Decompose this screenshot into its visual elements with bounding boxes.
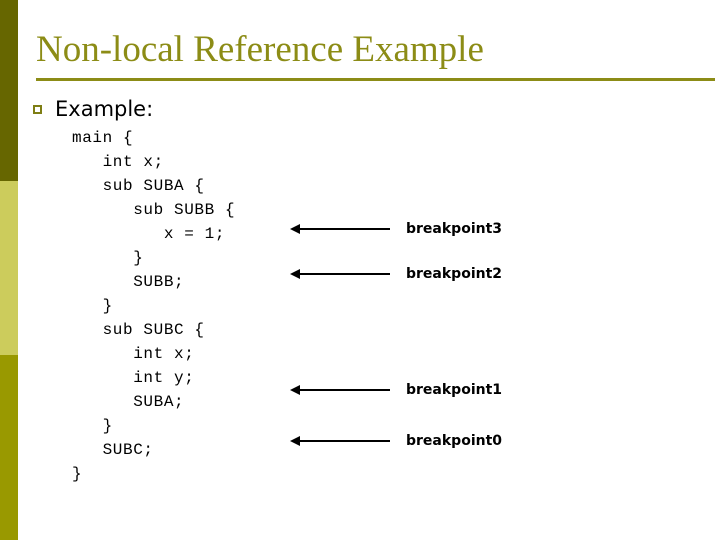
code-line: sub SUBC { [72,321,205,339]
left-arrow-icon [290,384,390,396]
code-line: SUBA; [72,393,185,411]
code-line: int x; [72,153,164,171]
annotation-label: breakpoint3 [406,221,503,237]
annotation-label: breakpoint1 [406,382,503,398]
arrow-head [290,385,300,395]
annotation-label: breakpoint2 [406,266,503,282]
code-line: } [72,465,83,483]
annotation-breakpoint3: breakpoint3 [290,219,502,239]
left-arrow-icon [290,223,390,235]
left-arrow-icon [290,268,390,280]
page-title: Non-local Reference Example [36,29,484,70]
code-line: } [72,297,113,315]
title-underline-rule [36,78,715,81]
sidebar-decoration [0,0,18,540]
sidebar-band-middle [0,181,18,355]
left-arrow-icon [290,435,390,447]
code-listing: main { int x; sub SUBA { sub SUBB { x = … [72,126,235,486]
arrow-shaft [296,440,390,442]
code-line: SUBC; [72,441,154,459]
code-line: sub SUBA { [72,177,205,195]
code-line: sub SUBB { [72,201,236,219]
code-line: SUBB; [72,273,185,291]
code-line: } [72,417,113,435]
code-line: } [72,249,144,267]
bullet-item-example: Example: [33,97,153,121]
annotation-label: breakpoint0 [406,433,503,449]
arrow-head [290,224,300,234]
arrow-shaft [296,389,390,391]
annotation-breakpoint2: breakpoint2 [290,264,502,284]
sidebar-band-top [0,0,18,181]
arrow-head [290,269,300,279]
annotation-breakpoint0: breakpoint0 [290,431,502,451]
code-line: int x; [72,345,195,363]
sidebar-band-bottom [0,355,18,540]
arrow-shaft [296,228,390,230]
arrow-head [290,436,300,446]
code-line: int y; [72,369,195,387]
annotation-breakpoint1: breakpoint1 [290,380,502,400]
square-outline-bullet-icon [33,104,42,114]
bullet-item-label: Example: [55,97,154,121]
arrow-shaft [296,273,390,275]
code-line: x = 1; [72,225,226,243]
code-line: main { [72,129,134,147]
